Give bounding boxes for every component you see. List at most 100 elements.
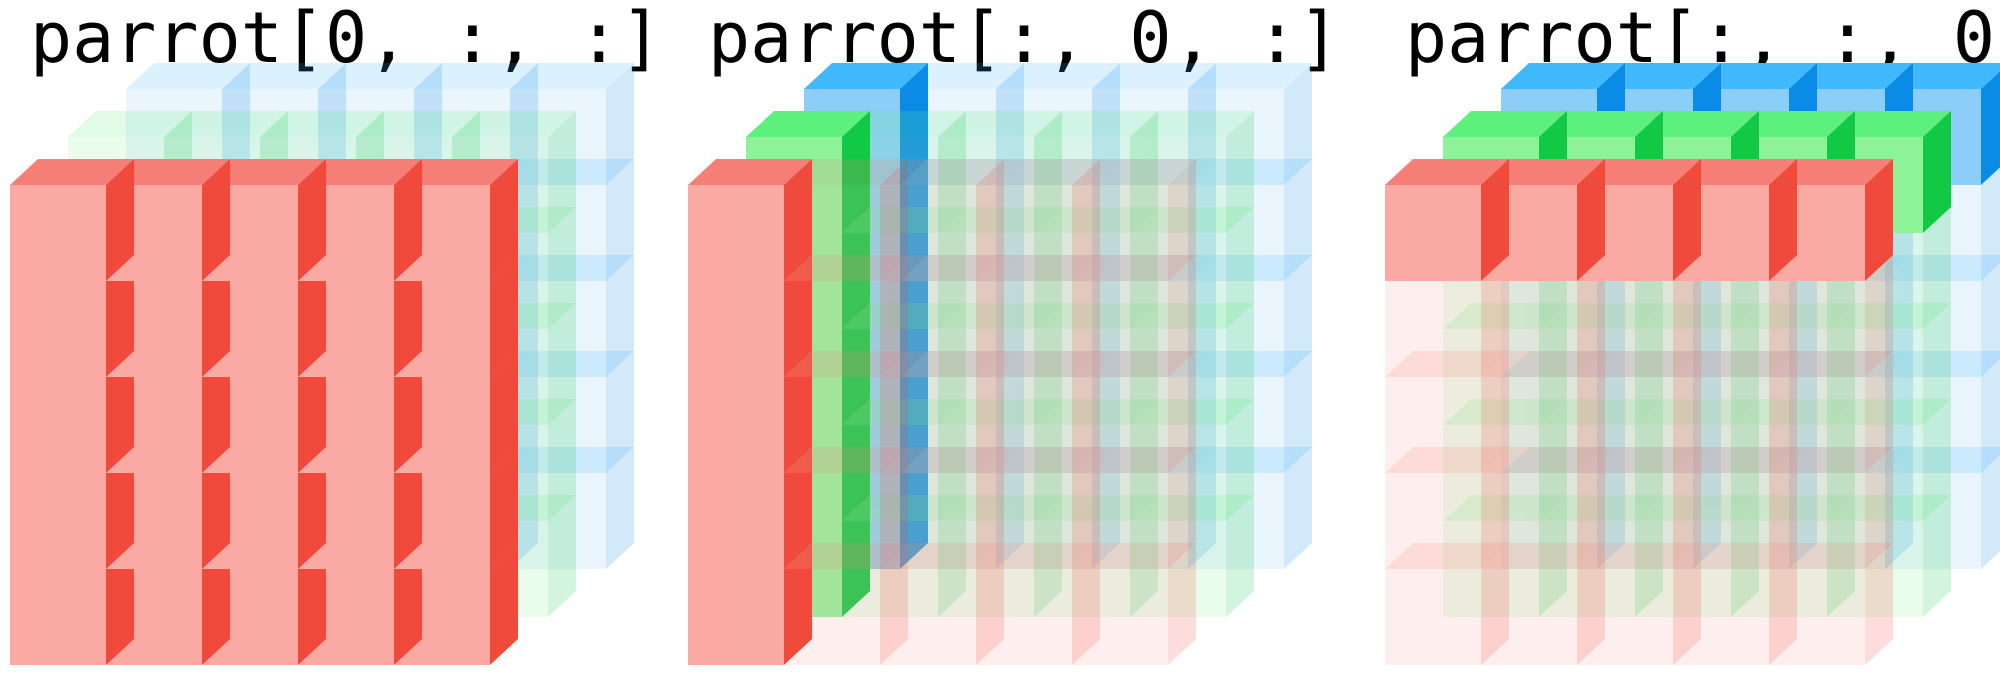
tensor-cube: [976, 351, 1100, 473]
tensor-cube: [1481, 447, 1605, 569]
tensor-cube: [1789, 351, 1913, 473]
tensor-cube: [938, 303, 1062, 425]
cube-stack: [1385, 63, 2000, 665]
tensor-cube: [996, 255, 1120, 377]
panel-title: parrot[0, :, :]: [30, 0, 662, 79]
tensor-cube: [1188, 255, 1312, 377]
tensor-cube: [1539, 399, 1663, 521]
tensor-cube: [1769, 447, 1893, 569]
tensor-cube: [1072, 351, 1196, 473]
tensor-cube: [976, 159, 1100, 281]
tensor-cube: [510, 351, 634, 473]
cube-stack: [10, 63, 634, 665]
tensor-cube: [1539, 495, 1663, 617]
tensor-cube: [938, 207, 1062, 329]
tensor-cube: [1130, 495, 1254, 617]
tensor-cube: [1092, 255, 1216, 377]
tensor-cube: [1092, 63, 1216, 185]
tensor-cube: [1789, 447, 1913, 569]
tensor-cube: [1130, 303, 1254, 425]
tensor-cube: [880, 447, 1004, 569]
tensor-cube: [996, 447, 1120, 569]
tensor-cube: [1072, 255, 1196, 377]
tensor-cube: [1188, 351, 1312, 473]
tensor-cube: [1385, 351, 1509, 473]
tensor-cube: [880, 351, 1004, 473]
tensor-cube: [1092, 447, 1216, 569]
tensor-cube: [1385, 543, 1509, 665]
tensor-cube: [1501, 447, 1625, 569]
tensor-cube: [1673, 543, 1797, 665]
tensor-cube: [1577, 447, 1701, 569]
tensor-cube: [880, 255, 1004, 377]
tensor-cube: [10, 159, 134, 281]
tensor-cube: [976, 543, 1100, 665]
tensor-cube: [510, 63, 634, 185]
tensor-cube: [880, 159, 1004, 281]
panel-channel-slice: parrot[0, :, :]: [10, 0, 662, 665]
tensor-cube: [976, 447, 1100, 569]
tensor-cube: [880, 543, 1004, 665]
tensor-cube: [1693, 447, 1817, 569]
tensor-cube: [1577, 351, 1701, 473]
tensor-cube: [1731, 303, 1855, 425]
tensor-cube: [1034, 207, 1158, 329]
cube-stack: [688, 63, 1312, 665]
tensor-cube: [1827, 399, 1951, 521]
tensor-cube: [1769, 543, 1893, 665]
tensor-cube: [1130, 399, 1254, 521]
tensor-cube: [688, 159, 812, 281]
tensor-cube: [1827, 495, 1951, 617]
tensor-cube: [1092, 351, 1216, 473]
tensor-cube: [938, 495, 1062, 617]
tensor-cube: [996, 351, 1120, 473]
tensor-cube: [1693, 351, 1817, 473]
tensor-cube: [996, 63, 1120, 185]
tensor-cube: [1443, 495, 1567, 617]
tensor-cube: [938, 399, 1062, 521]
tensor-cube: [1443, 303, 1567, 425]
tensor-cube: [1597, 351, 1721, 473]
tensor-cube: [1481, 543, 1605, 665]
tensor-cube: [1130, 111, 1254, 233]
tensor-cube: [1885, 255, 2000, 377]
tensor-cube: [1072, 543, 1196, 665]
tensor-cube: [1385, 159, 1509, 281]
tensor-cube: [1072, 447, 1196, 569]
tensor-cube: [1673, 447, 1797, 569]
tensor-cube: [1034, 399, 1158, 521]
tensor-cube: [1092, 159, 1216, 281]
tensor-cube: [1072, 159, 1196, 281]
tensor-cube: [510, 447, 634, 569]
tensor-cube: [1731, 399, 1855, 521]
tensor-cube: [1885, 447, 2000, 569]
tensor-cube: [1577, 543, 1701, 665]
tensor-cube: [1501, 351, 1625, 473]
tensor-cube: [1385, 447, 1509, 569]
tensor-cube: [510, 255, 634, 377]
panel-title: parrot[:, 0, :]: [708, 0, 1340, 79]
tensor-cube: [1635, 399, 1759, 521]
tensor-cube: [976, 255, 1100, 377]
tensor-cube: [1597, 447, 1721, 569]
tensor-cube: [1188, 447, 1312, 569]
tensor-cube: [938, 111, 1062, 233]
tensor-cube: [1130, 207, 1254, 329]
tensor-cube: [1034, 495, 1158, 617]
tensor-cube: [1885, 351, 2000, 473]
tensor-cube: [1034, 303, 1158, 425]
tensor-cube: [1443, 399, 1567, 521]
tensor-cube: [996, 159, 1120, 281]
tensor-cube: [1034, 111, 1158, 233]
tensor-cube: [1827, 303, 1951, 425]
tensor-cube: [510, 159, 634, 281]
tensor-cube: [1188, 159, 1312, 281]
tensor-cube: [1635, 303, 1759, 425]
tensor-cube: [1769, 351, 1893, 473]
panel-row-slice: parrot[:, :, 0]: [1385, 0, 2000, 665]
tensor-cube: [1188, 63, 1312, 185]
tensor-cube: [1481, 351, 1605, 473]
tensor-cube: [1673, 351, 1797, 473]
tensor-cube: [1731, 495, 1855, 617]
